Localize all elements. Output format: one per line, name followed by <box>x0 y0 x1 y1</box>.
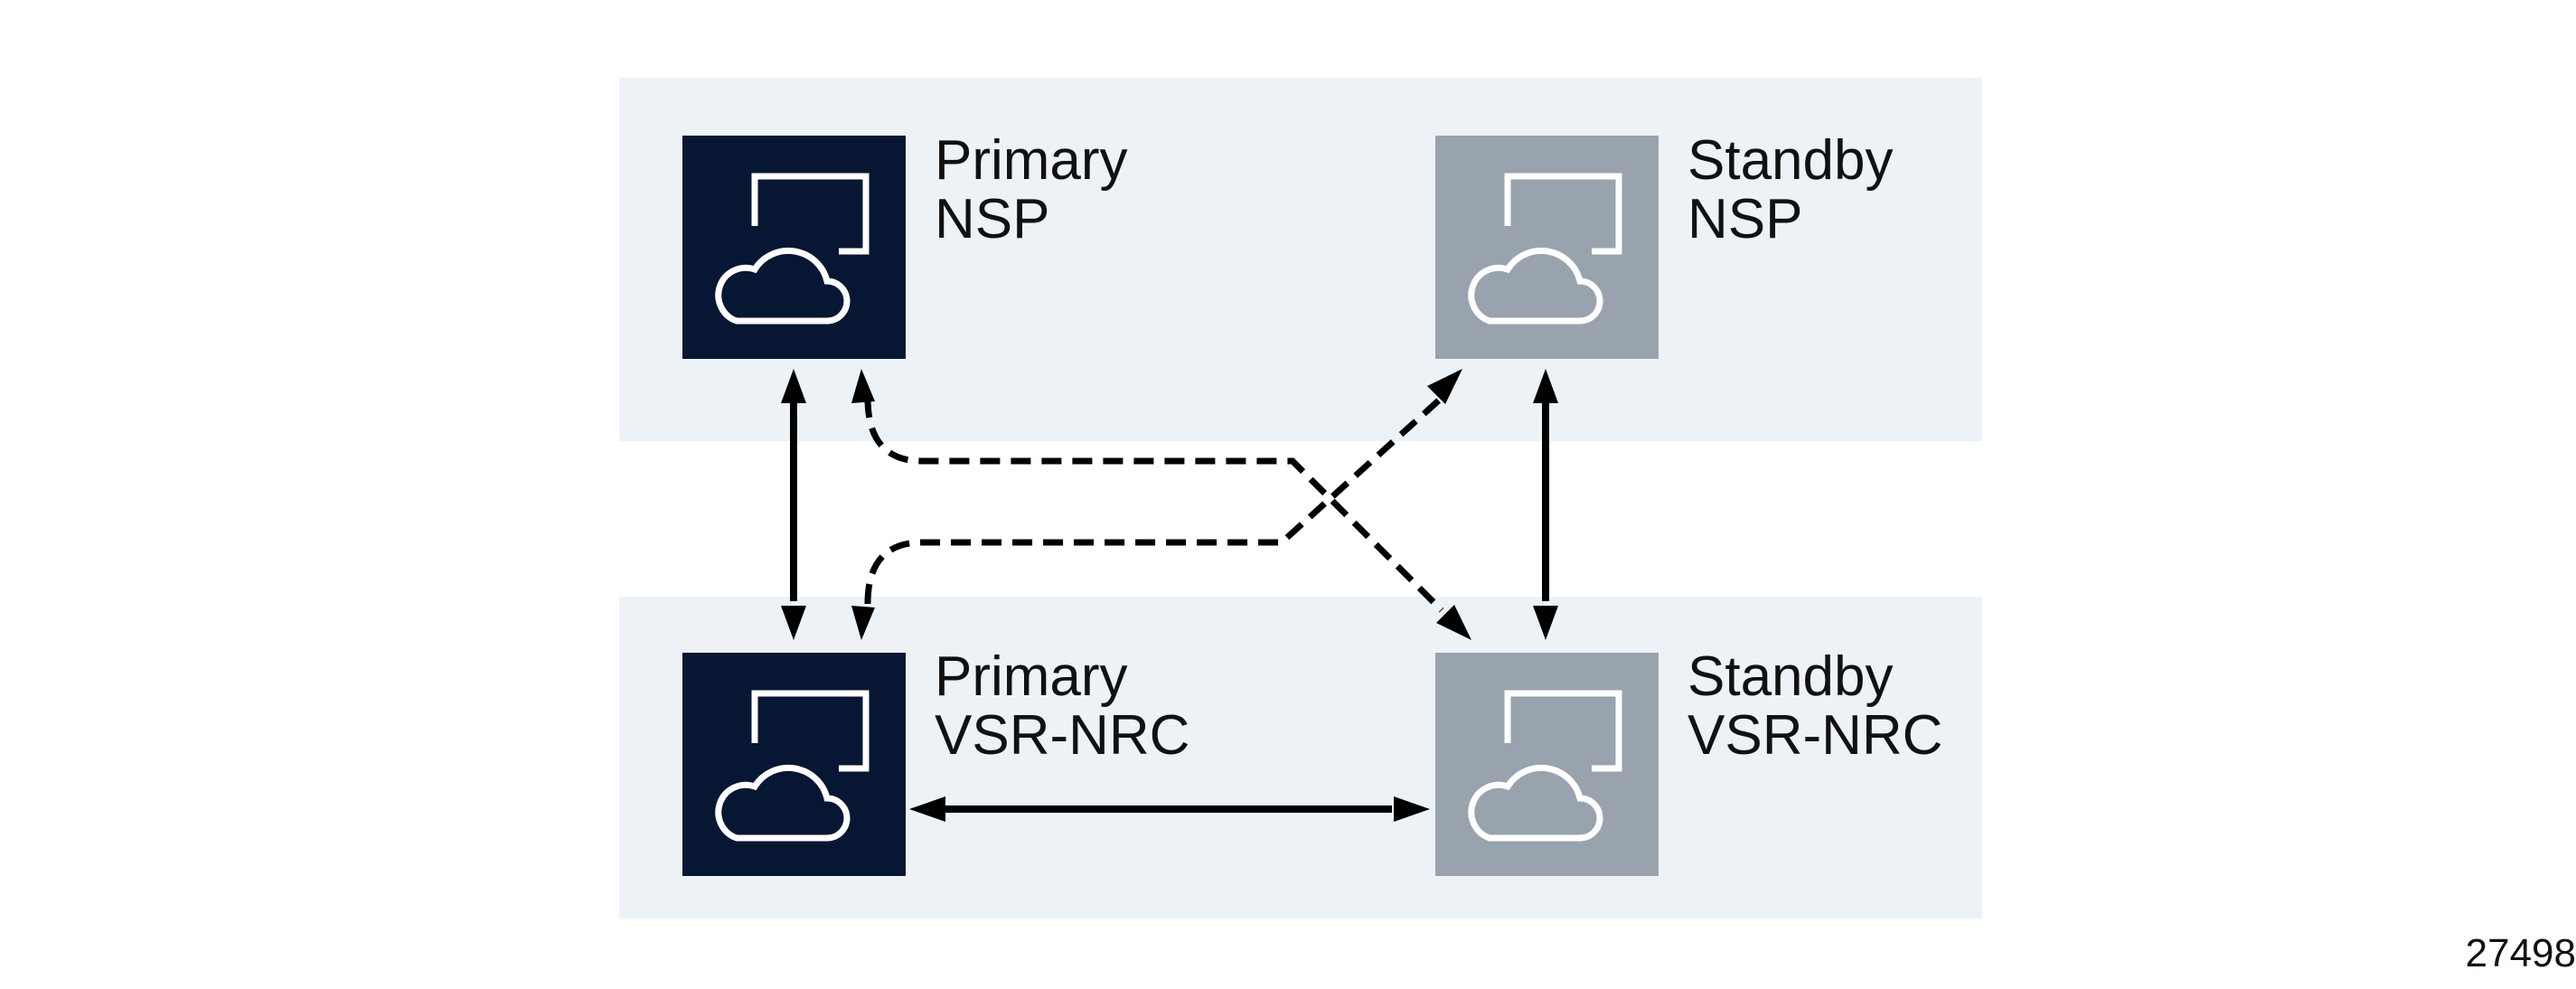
standby-nsp-label: Standby NSP <box>1688 129 1894 250</box>
arrowhead-up <box>1533 369 1558 403</box>
arrowhead-down <box>851 606 875 640</box>
primary-nsp-node <box>682 136 906 359</box>
primary-vsr-nrc-node <box>682 653 906 876</box>
arrowhead-right <box>1394 796 1430 822</box>
arrowhead-up-right <box>1427 369 1462 404</box>
arrowhead-down <box>781 606 806 640</box>
figure-number: 27498 <box>2465 931 2576 975</box>
cloud-server-icon <box>715 690 870 842</box>
link-primary-nsp-standby-vsr <box>851 369 1471 640</box>
link-primary-vsr-standby-nsp <box>851 369 1462 640</box>
arrowhead-down <box>1533 606 1558 640</box>
cloud-server-icon <box>1468 690 1622 842</box>
cloud-server-icon <box>1468 173 1622 325</box>
link-standby-nsp-standby-vsr <box>1533 369 1558 640</box>
standby-vsr-nrc-label: Standby VSR-NRC <box>1688 645 1943 767</box>
link-primary-vsr-standby-vsr <box>909 796 1430 822</box>
cloud-server-icon <box>715 173 870 325</box>
arrowhead-up <box>851 369 875 403</box>
primary-vsr-nrc-label: Primary VSR-NRC <box>935 645 1190 767</box>
arrowhead-left <box>909 796 945 822</box>
standby-vsr-nrc-node <box>1435 653 1659 876</box>
primary-nsp-label: Primary NSP <box>935 129 1128 250</box>
arrowhead-up <box>781 369 806 403</box>
standby-nsp-node <box>1435 136 1659 359</box>
arrowhead-down-right <box>1436 605 1471 640</box>
link-primary-nsp-primary-vsr <box>781 369 806 640</box>
